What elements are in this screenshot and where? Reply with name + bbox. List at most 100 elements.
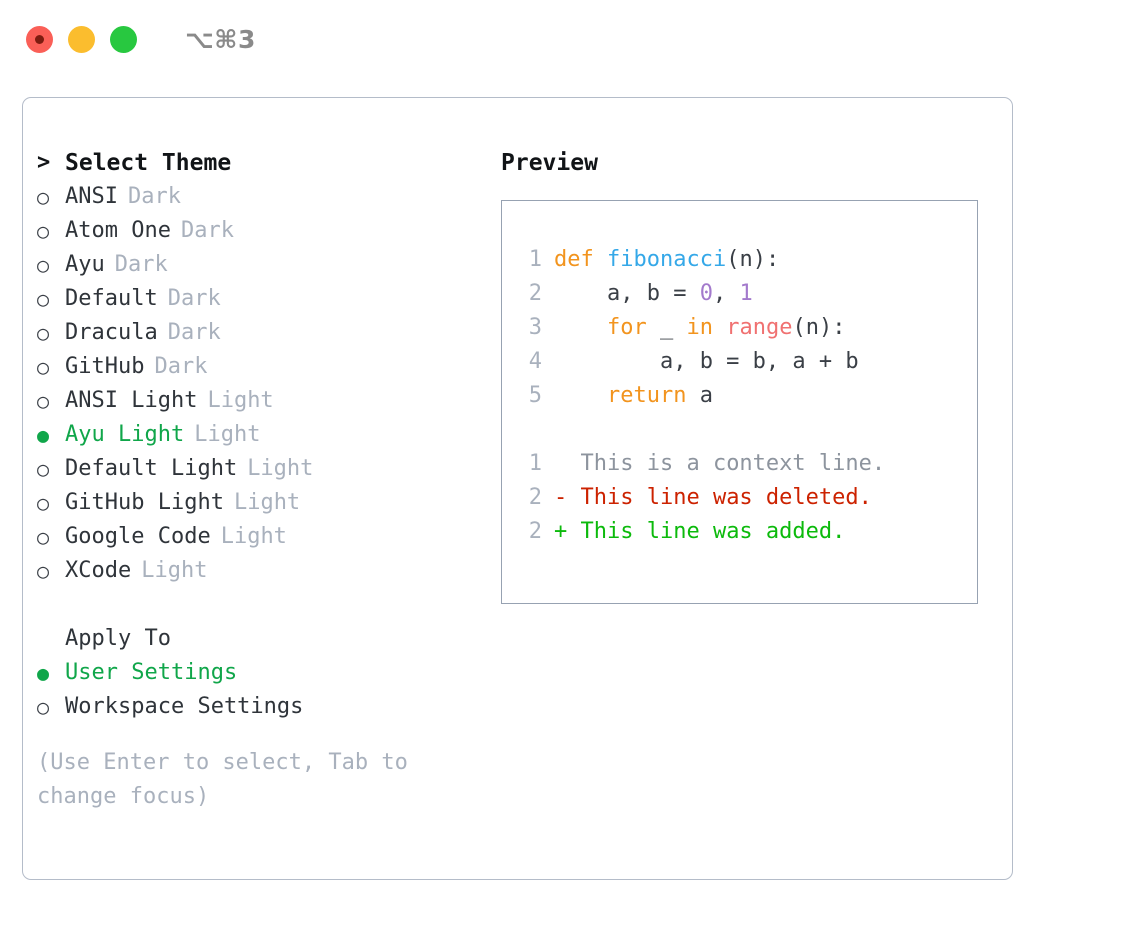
select-theme-header: > Select Theme [37,146,477,180]
code-token: def [554,247,607,272]
diff-text: This is a context line. [567,451,886,476]
close-button[interactable] [26,25,53,53]
theme-option-default[interactable]: ○ Default Dark [37,282,477,316]
theme-option-label: Atom One [65,218,171,243]
theme-option-label: XCode [65,558,132,583]
line-number: 4 [528,349,542,374]
apply-to-header: ○ Apply To [37,622,477,656]
theme-type-badge: Light [194,422,261,447]
apply-to-option-label: User Settings [65,660,238,685]
code-token: 0 [699,281,713,306]
minimize-button[interactable] [68,25,95,53]
radio-unselected-icon: ○ [37,321,50,345]
line-number: 2 [528,519,542,544]
maximize-button[interactable] [110,25,137,53]
code-token: for [554,315,647,340]
code-line: 2 a, b = 0, 1 [518,277,977,311]
code-line: 3 for _ in range(n): [518,311,977,345]
radio-unselected-icon: ○ [37,287,50,311]
radio-unselected-icon: ○ [37,491,50,515]
theme-option-label: Default Light [65,456,238,481]
diff-text: This line was added. [567,519,846,544]
theme-type-badge: Dark [154,354,208,379]
radio-selected-icon: ● [37,423,50,447]
theme-type-badge: Light [141,558,208,583]
diff-line-add: 2+ This line was added. [518,515,977,549]
theme-type-badge: Dark [114,252,168,277]
theme-option-dracula[interactable]: ○ Dracula Dark [37,316,477,350]
apply-to-option-label: Workspace Settings [65,694,304,719]
diff-line-ctx: 1 This is a context line. [518,447,977,481]
theme-type-badge: Dark [167,286,221,311]
theme-option-ansi-light[interactable]: ○ ANSI Light Light [37,384,477,418]
theme-type-badge: Light [233,490,301,515]
radio-unselected-icon: ○ [37,219,50,243]
theme-option-ayu-light[interactable]: ● Ayu Light Light [37,418,477,452]
radio-unselected-icon: ○ [37,355,50,379]
theme-option-atom-one[interactable]: ○ Atom One Dark [37,214,477,248]
diff-line-del: 2- This line was deleted. [518,481,977,515]
line-number: 3 [528,315,542,340]
theme-option-label: Ayu [65,252,105,277]
diff-sample: 1 This is a context line.2- This line wa… [518,447,977,549]
radio-unselected-icon: ○ [37,389,50,413]
code-line: 5 return a [518,379,977,413]
code-token: 1 [739,281,753,306]
theme-option-xcode[interactable]: ○ XCode Light [37,554,477,588]
theme-option-label: GitHub [65,354,145,379]
radio-selected-icon: ● [37,661,50,685]
keyboard-shortcut-label: ⌥⌘3 [185,24,256,54]
theme-option-github[interactable]: ○ GitHub Dark [37,350,477,384]
line-number: 1 [528,247,542,272]
diff-sign [554,451,567,476]
code-diff-gap [518,413,977,447]
apply-to-options-list: ● User Settings ○Workspace Settings [37,656,477,724]
theme-option-label: Ayu Light [65,422,185,447]
theme-type-badge: Light [220,524,287,549]
code-line: 4 a, b = b, a + b [518,345,977,379]
apply-to-option-user-settings[interactable]: ● User Settings [37,656,477,690]
code-token: range [726,315,793,340]
line-number: 1 [528,451,542,476]
diff-text: This line was deleted. [567,485,872,510]
radio-unselected-icon: ○ [37,185,50,209]
apply-to-option-workspace-settings[interactable]: ○Workspace Settings [37,690,477,724]
theme-option-label: Default [65,286,158,311]
code-token: (n): [792,315,846,340]
theme-option-github-light[interactable]: ○ GitHub Light Light [37,486,477,520]
caret-icon: > [37,150,51,175]
select-theme-title: Select Theme [65,150,232,176]
theme-type-badge: Light [207,388,274,413]
code-token: _ [646,315,687,340]
theme-option-label: ANSI Light [65,388,198,413]
keyboard-hint-text: (Use Enter to select, Tab to change focu… [37,750,408,809]
code-token: in [686,315,727,340]
apply-to-title: Apply To [65,626,171,651]
title-bar: ⌥⌘3 [0,0,1140,78]
theme-type-badge: Light [247,456,314,481]
radio-unselected-icon: ○ [37,559,50,583]
line-number: 2 [528,485,542,510]
theme-type-badge: Dark [180,218,234,243]
theme-option-label: GitHub Light [65,490,224,515]
theme-type-badge: Dark [167,320,221,345]
line-number: 5 [528,383,542,408]
code-token: return [554,383,687,408]
code-token: a, b = [554,281,700,306]
code-token: (n): [726,247,780,272]
line-number: 2 [528,281,542,306]
theme-option-label: Dracula [65,320,158,345]
theme-type-badge: Dark [127,184,181,209]
diff-sign: - [554,485,568,510]
